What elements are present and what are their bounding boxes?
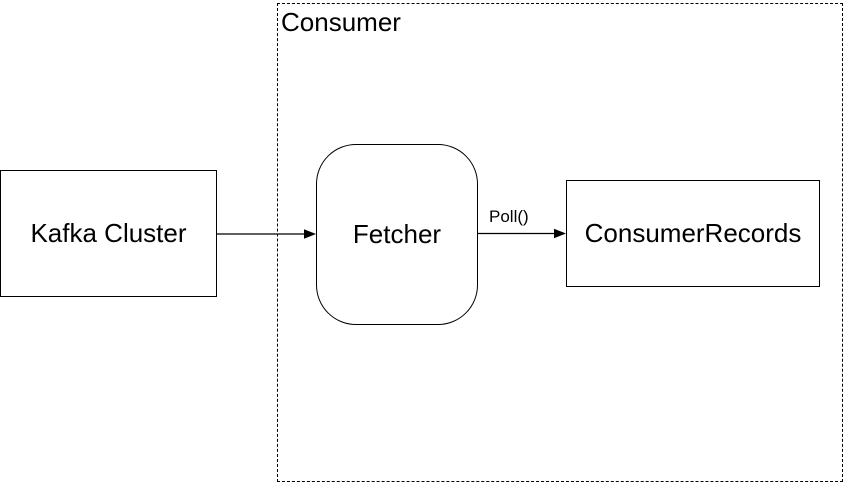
consumer-group-label: Consumer	[281, 7, 401, 37]
fetcher-node: Fetcher	[316, 144, 478, 325]
consumer-records-node: ConsumerRecords	[566, 180, 820, 287]
kafka-cluster-label: Kafka Cluster	[30, 217, 187, 248]
poll-edge-label: Poll()	[489, 207, 529, 226]
consumer-group-container: Consumer	[277, 3, 843, 482]
consumer-records-label: ConsumerRecords	[584, 217, 802, 248]
kafka-cluster-node: Kafka Cluster	[0, 170, 217, 297]
fetcher-label: Fetcher	[352, 218, 442, 249]
